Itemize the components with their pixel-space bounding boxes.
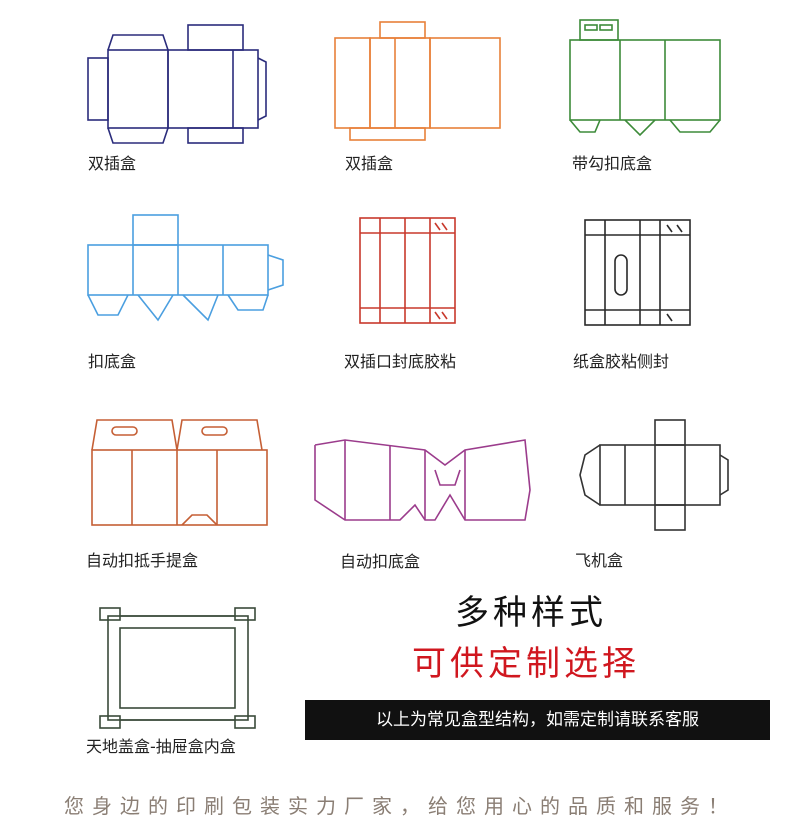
box-label-2: 双插盒 <box>345 154 394 173</box>
headline-red: 可供定制选择 <box>412 644 640 684</box>
box-label-9: 飞机盒 <box>575 551 624 570</box>
box-dieline-5 <box>359 217 456 324</box>
box-dieline-6 <box>584 219 691 326</box>
box-label-10: 天地盖盒-抽屉盒内盒 <box>86 737 236 756</box>
box-dieline-1 <box>87 24 267 144</box>
box-dieline-7 <box>91 419 268 526</box>
box-dieline-4 <box>87 214 284 322</box>
box-label-5: 双插口封底胶粘 <box>344 352 457 371</box>
box-dieline-2 <box>334 21 501 141</box>
box-dieline-3 <box>569 19 721 137</box>
footer-slogan: 您身边的印刷包装实力厂家，给您用心的品质和服务！ <box>64 794 736 818</box>
box-dieline-8 <box>314 439 531 521</box>
box-dieline-10 <box>99 607 256 729</box>
box-label-7: 自动扣抵手提盒 <box>86 551 199 570</box>
box-dieline-9 <box>579 419 729 531</box>
headline: 多种样式 <box>455 593 607 633</box>
contact-banner: 以上为常见盒型结构，如需定制请联系客服 <box>305 700 770 740</box>
box-label-8: 自动扣底盒 <box>340 552 421 571</box>
box-label-3: 带勾扣底盒 <box>572 154 653 173</box>
box-label-4: 扣底盒 <box>88 352 137 371</box>
box-label-1: 双插盒 <box>88 154 137 173</box>
box-label-6: 纸盒胶粘侧封 <box>573 352 670 371</box>
